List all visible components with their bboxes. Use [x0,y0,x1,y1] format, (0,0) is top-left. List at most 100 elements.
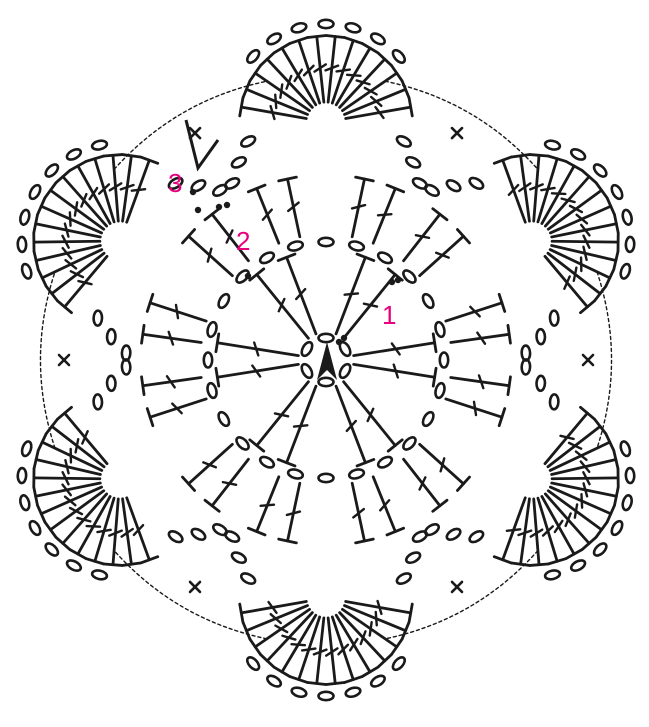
dc-top-bar [45,183,56,198]
center-chain [300,340,315,357]
ring-chain [216,292,231,309]
petal-edge-chain [592,541,609,557]
round3-slip-stitch [190,189,196,195]
dc-top-bar [308,683,326,685]
dc-slash [574,268,577,281]
dc-top-bar [566,550,582,559]
petal-edge-chain [19,209,31,226]
dc-slash [176,305,178,318]
join-chain-arc [597,272,611,448]
start-and-end-markers [186,120,337,380]
start-arrow-icon [317,342,337,380]
dc-top-bar [392,639,402,654]
dc-slash [584,483,587,496]
dc-slash [87,526,100,527]
dc-slash [575,504,577,517]
petal-edge-chain [28,183,43,200]
neck-chain [468,529,485,544]
join-single-crochet [583,355,593,365]
round2-dc [147,294,206,321]
neck-chain [536,329,545,344]
round1-dc [216,334,298,356]
dc-top-bar [70,162,86,171]
petal-edge-chain [20,263,33,280]
petal-edge-chain [28,519,43,536]
dc-slash [552,193,565,194]
petal-edge-chain [91,569,107,580]
dc-top-bar [70,550,86,559]
neck-chain [167,529,184,544]
petal-edge-chain [245,655,261,672]
neck-chain [395,134,412,148]
dc-stem [344,382,396,446]
petal-edge-chain [17,237,26,252]
dc-top-bar [530,155,548,156]
neck-chain [445,527,462,542]
dc-top-bar [34,252,38,270]
ring-chain [376,250,393,265]
dc-top-bar [34,487,38,505]
petal-edge-chain [621,209,633,226]
neck-chain [211,183,228,198]
ring-chain [319,474,334,482]
neck-chain [211,522,228,537]
dc-top-bar [279,177,297,181]
petal-edge-chain [369,31,386,46]
dc-top-bar [104,155,122,156]
petal-edge-chain [19,494,31,511]
ring-chain [287,468,304,480]
dc-top-bar [122,155,140,157]
dc-top-bar [362,667,377,676]
dc-top-bar [566,162,582,171]
dc-top-bar [615,215,619,233]
neck-chain [423,183,440,198]
petal-edge-chain [265,31,282,46]
dc-top-bar [409,604,412,622]
dc-top-bar [512,563,530,565]
dc-slash [302,649,315,651]
petal-edge-chain [65,558,82,572]
dc-top-bar [508,325,511,343]
round1-dc [336,386,374,466]
petal-edge-chain [43,162,60,178]
dc-stem [336,386,365,463]
join-single-crochet [452,128,462,138]
round2-slip-stitch [216,204,222,210]
neck-chain [405,155,422,169]
dc-top-bar [34,215,38,233]
dc-top-bar [614,451,618,469]
dc-top-bar [392,66,402,81]
neck-chain [93,310,102,325]
dc-top-bar [596,183,607,198]
round2-dc [451,375,511,394]
petal-edge-chain [20,440,33,457]
neck-chain [550,394,559,409]
dc-slash [370,622,372,635]
petal-edge-chain [570,558,587,572]
dc-top-bar [240,604,243,622]
dc-slash [78,281,91,284]
round1-slip-stitch [395,277,401,283]
neck-chain [107,329,116,344]
ring-chain [434,382,446,399]
round2-dc [373,185,403,243]
ring-chain [319,238,334,246]
round2-dc [451,325,511,343]
join-single-crochet [59,355,69,365]
dc-stem [287,257,316,334]
round1-dc [216,364,298,386]
round2-dc [248,477,278,535]
round1-dc [344,382,403,451]
center-chain [338,362,353,379]
dc-top-bar [433,500,447,511]
dc-top-bar [250,639,260,654]
dc-slash [275,95,276,108]
dc-slash [287,512,300,515]
dc-top-bar [274,667,289,676]
ring-chain [287,240,304,252]
dc-slash [65,224,68,237]
dc-top-bar [433,334,436,352]
petal-edge-chain [291,22,308,34]
ring-chain [258,455,275,470]
center-chain [300,362,315,379]
